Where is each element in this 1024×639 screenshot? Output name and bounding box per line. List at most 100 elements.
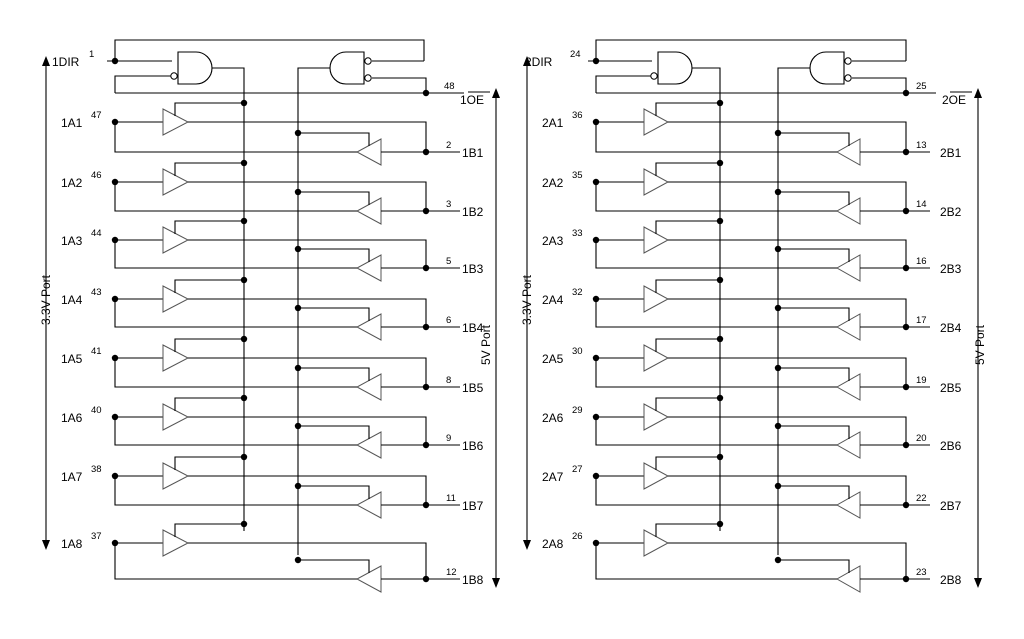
b-pin-number: 5 [446,256,451,267]
buffer-enable-wire [174,102,244,116]
junction-dot [240,276,248,284]
and-gate-icon [177,51,213,85]
junction-dot [240,99,248,107]
junction-dot [240,453,248,461]
dir-label: 1DIR [52,55,80,69]
a-to-b-output-wire [668,475,907,505]
inversion-bubble [650,72,658,80]
a-to-b-output-wire [668,239,907,268]
a-port-label: 2A5 [542,352,564,366]
and-gate-icon [329,51,365,85]
b-pin-number: 9 [446,433,451,444]
junction-dot [294,129,302,137]
junction-dot [716,520,724,528]
arrow-head-icon [523,540,531,550]
oe-pin-number: 25 [916,81,927,92]
buffer-enable-wire [298,559,370,573]
left-port-label: 3.3V Port [39,274,53,325]
a-port-label: 2A6 [542,411,564,425]
arrow-head-icon [492,578,500,588]
junction-dot [902,207,910,215]
b-pin-number: 8 [446,375,451,386]
buffer-enable-wire [298,132,370,146]
buffer-enable-wire [298,485,370,499]
junction-dot [422,207,430,215]
a-to-b-output-wire [188,475,427,505]
buffer-enable-wire [298,307,370,321]
junction-dot [774,188,782,196]
buffer-enable-wire [778,248,850,262]
junction-dot [774,364,782,372]
junction-dot [902,441,910,449]
enable-b-to-a-wire [297,67,330,555]
b-port-label: 1B5 [462,381,484,395]
arrow-head-icon [42,540,50,550]
dir-pin-number: 1 [89,49,94,60]
b-pin-number: 22 [916,493,927,504]
junction-dot [716,159,724,167]
b-pin-number: 3 [446,199,451,210]
a-port-label: 1A5 [61,352,83,366]
junction-dot [716,276,724,284]
b-to-a-output-wire [114,122,357,153]
and-gate-icon [809,51,845,85]
b-to-a-output-wire [114,476,357,506]
left-port-label: 3.3V Port [520,274,534,325]
junction-dot [240,217,248,225]
buffer-enable-wire [174,456,244,470]
buffer-enable-wire [778,191,850,205]
and-gate-icon [657,51,693,85]
junction-dot [294,364,302,372]
section-2: 2DIR24252OE2A136132B12A235142B22A333162B… [520,39,987,593]
junction-dot [774,482,782,490]
a-port-label: 2A4 [542,293,564,307]
buffer-enable-wire [298,425,370,439]
a-pin-number: 44 [91,228,102,239]
buffer-enable-wire [778,559,850,573]
junction-dot [774,245,782,253]
a-to-b-output-wire [188,181,427,211]
junction-dot [294,422,302,430]
a-port-label: 2A8 [542,537,564,551]
b-pin-number: 6 [446,315,451,326]
buffer-enable-wire [174,338,244,352]
b-pin-number: 13 [916,140,927,151]
b-to-a-output-wire [595,476,837,506]
buffer-enable-wire [778,485,850,499]
buffer-enable-wire [778,307,850,321]
arrow-head-icon [974,578,982,588]
a-to-b-output-wire [188,357,427,387]
junction-dot [422,148,430,156]
junction-dot [240,159,248,167]
junction-dot [422,501,430,509]
junction-dot [774,304,782,312]
a-pin-number: 47 [91,110,102,121]
buffer-enable-wire [174,220,244,234]
buffer-enable-wire [655,279,720,293]
b-port-label: 2B6 [940,439,962,453]
oe-wire-to-gate1 [595,75,652,93]
junction-dot [240,520,248,528]
b-pin-number: 23 [916,567,927,578]
junction-dot [294,188,302,196]
b-to-a-output-wire [595,240,837,269]
junction-dot [240,394,248,402]
oe-label: 2OE [942,93,966,107]
a-pin-number: 30 [572,346,583,357]
right-port-label: 5V Port [479,324,493,365]
oe-label: 1OE [460,93,484,107]
b-port-label: 2B4 [940,321,962,335]
buffer-enable-wire [778,132,850,146]
junction-dot [422,383,430,391]
b-port-label: 1B4 [462,321,484,335]
a-pin-number: 37 [91,531,102,542]
junction-dot [902,501,910,509]
arrow-head-icon [523,56,531,66]
a-port-label: 1A3 [61,234,83,248]
a-pin-number: 29 [572,405,583,416]
junction-dot [592,57,600,65]
b-pin-number: 12 [446,567,457,578]
buffer-enable-wire [174,279,244,293]
b-port-label: 1B6 [462,439,484,453]
a-to-b-output-wire [188,542,427,579]
